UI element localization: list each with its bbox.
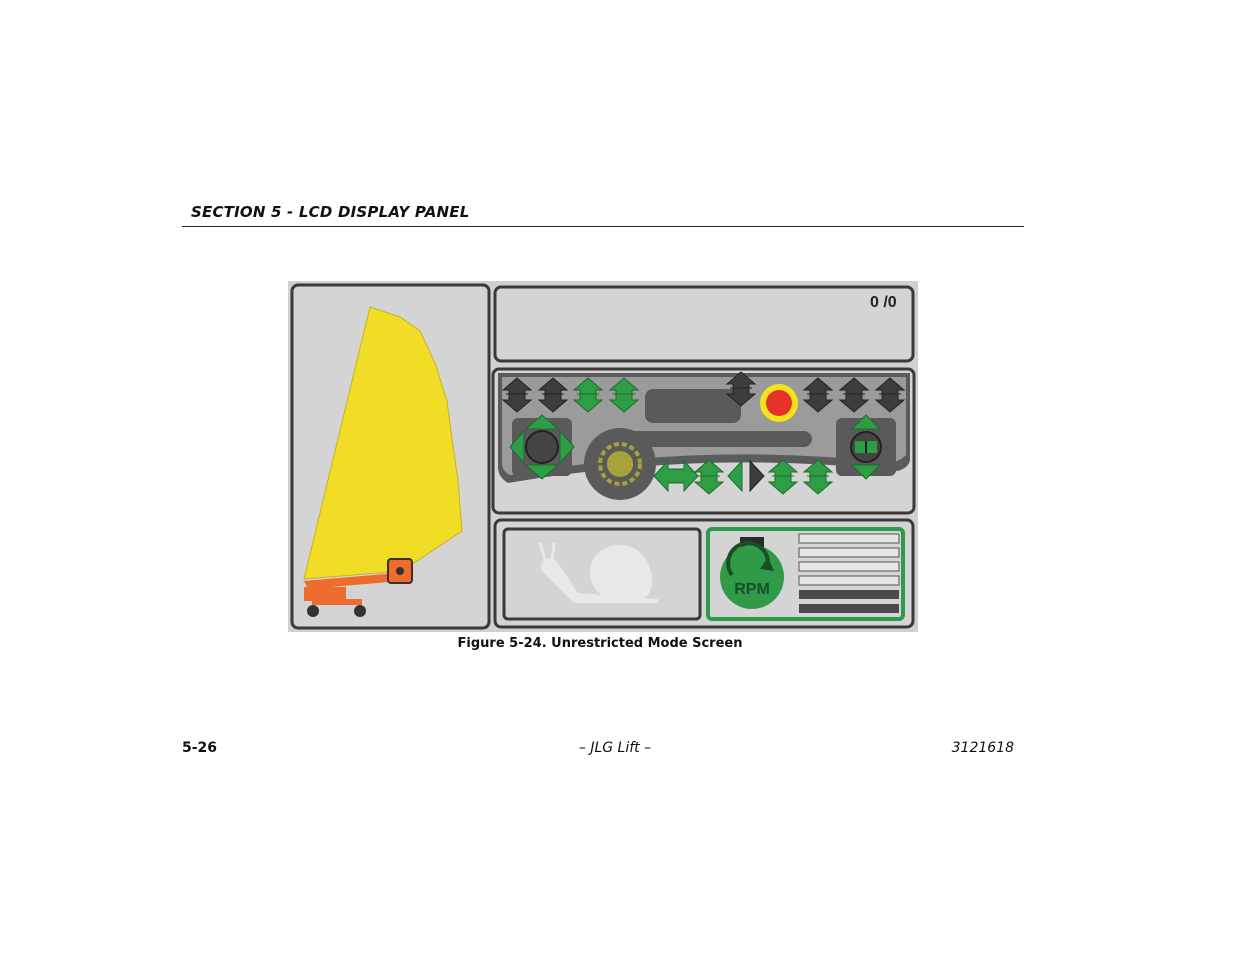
rpm-label: RPM (734, 581, 770, 598)
section-title: SECTION 5 - LCD DISPLAY PANEL (191, 203, 470, 221)
snail-icon (538, 542, 658, 603)
figure-caption: Figure 5-24. Unrestricted Mode Screen (457, 636, 743, 651)
rpm-level-bars (798, 533, 900, 613)
stop-icon (760, 384, 798, 422)
status-panel: RPM (493, 518, 915, 629)
header-rule (182, 226, 1024, 227)
publisher: – JLG Lift – (578, 740, 652, 756)
page-number: 5-26 (182, 740, 218, 756)
joystick-icon (850, 414, 882, 480)
machine-boom-icon (304, 558, 413, 617)
dial-icon (598, 442, 642, 486)
envelope-panel (290, 283, 491, 630)
counter-readout: 0 /0 (870, 294, 897, 311)
document-number: 3121618 (951, 740, 1014, 756)
control-box-panel (491, 367, 916, 515)
rpm-icon: RPM (720, 537, 784, 609)
message-panel: 0 /0 (493, 285, 915, 363)
lcd-display-figure: 0 /0 (288, 281, 918, 632)
joystick-icon (509, 414, 575, 480)
